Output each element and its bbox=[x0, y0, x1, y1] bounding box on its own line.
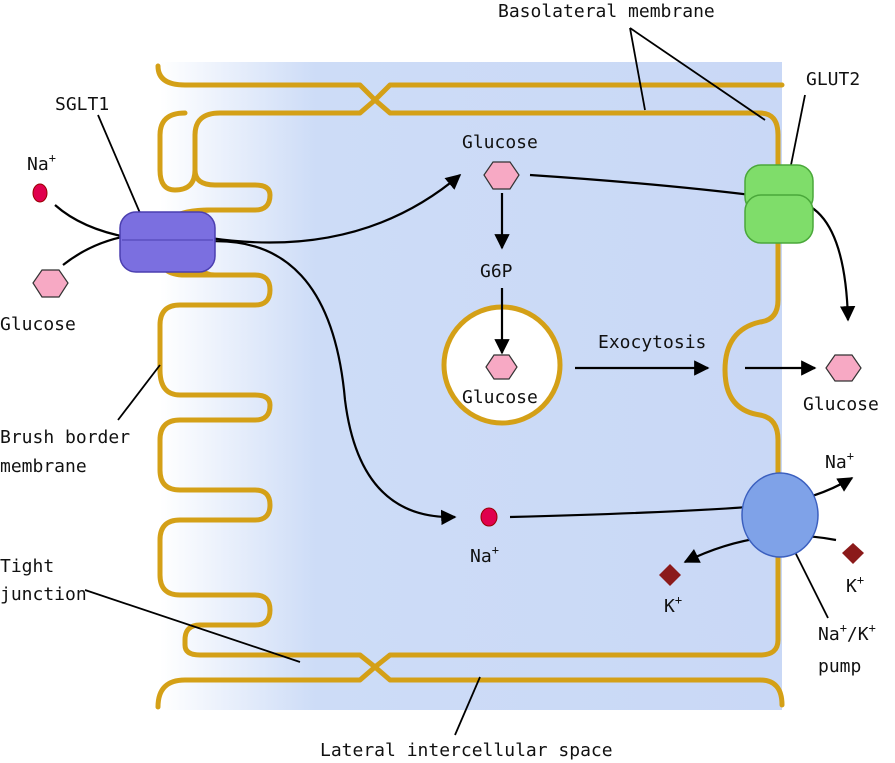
na-label-center: Na+ bbox=[470, 543, 499, 567]
sglt1-transporter bbox=[119, 211, 216, 273]
glucose-molecule-top bbox=[483, 161, 520, 190]
sodium-ion-left bbox=[32, 183, 48, 203]
na-label-left: Na+ bbox=[27, 151, 56, 175]
glucose-label-top: Glucose bbox=[462, 132, 538, 153]
glucose-molecule-left bbox=[32, 269, 69, 298]
pump-label-line2: pump bbox=[818, 656, 861, 677]
sodium-ion-center bbox=[480, 507, 498, 527]
potassium-ion-left bbox=[659, 564, 681, 586]
brush-border-label-line1: Brush border bbox=[0, 427, 130, 448]
glut2-label: GLUT2 bbox=[806, 69, 860, 90]
glut2-transporter bbox=[744, 164, 814, 244]
basolateral-membrane-right bbox=[287, 132, 781, 670]
glucose-label-right: Glucose bbox=[803, 394, 879, 415]
glucose-transport-path bbox=[62, 174, 462, 266]
brush-border-label-line2: membrane bbox=[0, 456, 87, 477]
tight-junction-label-line1: Tight bbox=[0, 556, 54, 577]
bottom-neighbor-membrane bbox=[155, 664, 785, 710]
k-label-left: K+ bbox=[664, 593, 682, 617]
k-label-right: K+ bbox=[846, 573, 864, 597]
glucose-label-vesicle: Glucose bbox=[462, 387, 538, 408]
exocytosis-label: Exocytosis bbox=[598, 332, 706, 353]
glucose-molecule-right bbox=[825, 354, 862, 382]
sglt1-label: SGLT1 bbox=[55, 94, 109, 115]
na-label-right: Na+ bbox=[825, 449, 854, 473]
top-cell-membrane bbox=[157, 97, 781, 193]
tight-junction-label-line2: junction bbox=[0, 584, 87, 605]
glucose-label-left: Glucose bbox=[0, 314, 76, 335]
lateral-space-label: Lateral intercellular space bbox=[320, 740, 613, 761]
basolateral-membrane-label: Basolateral membrane bbox=[498, 1, 715, 22]
glucose-molecule-vesicle bbox=[485, 354, 518, 380]
potassium-ion-right bbox=[842, 543, 864, 564]
g6p-label: G6P bbox=[480, 261, 513, 282]
na-k-pump bbox=[741, 472, 819, 558]
top-neighbor-membrane bbox=[155, 63, 785, 103]
pump-label-line1: Na+/K+ bbox=[818, 621, 876, 645]
